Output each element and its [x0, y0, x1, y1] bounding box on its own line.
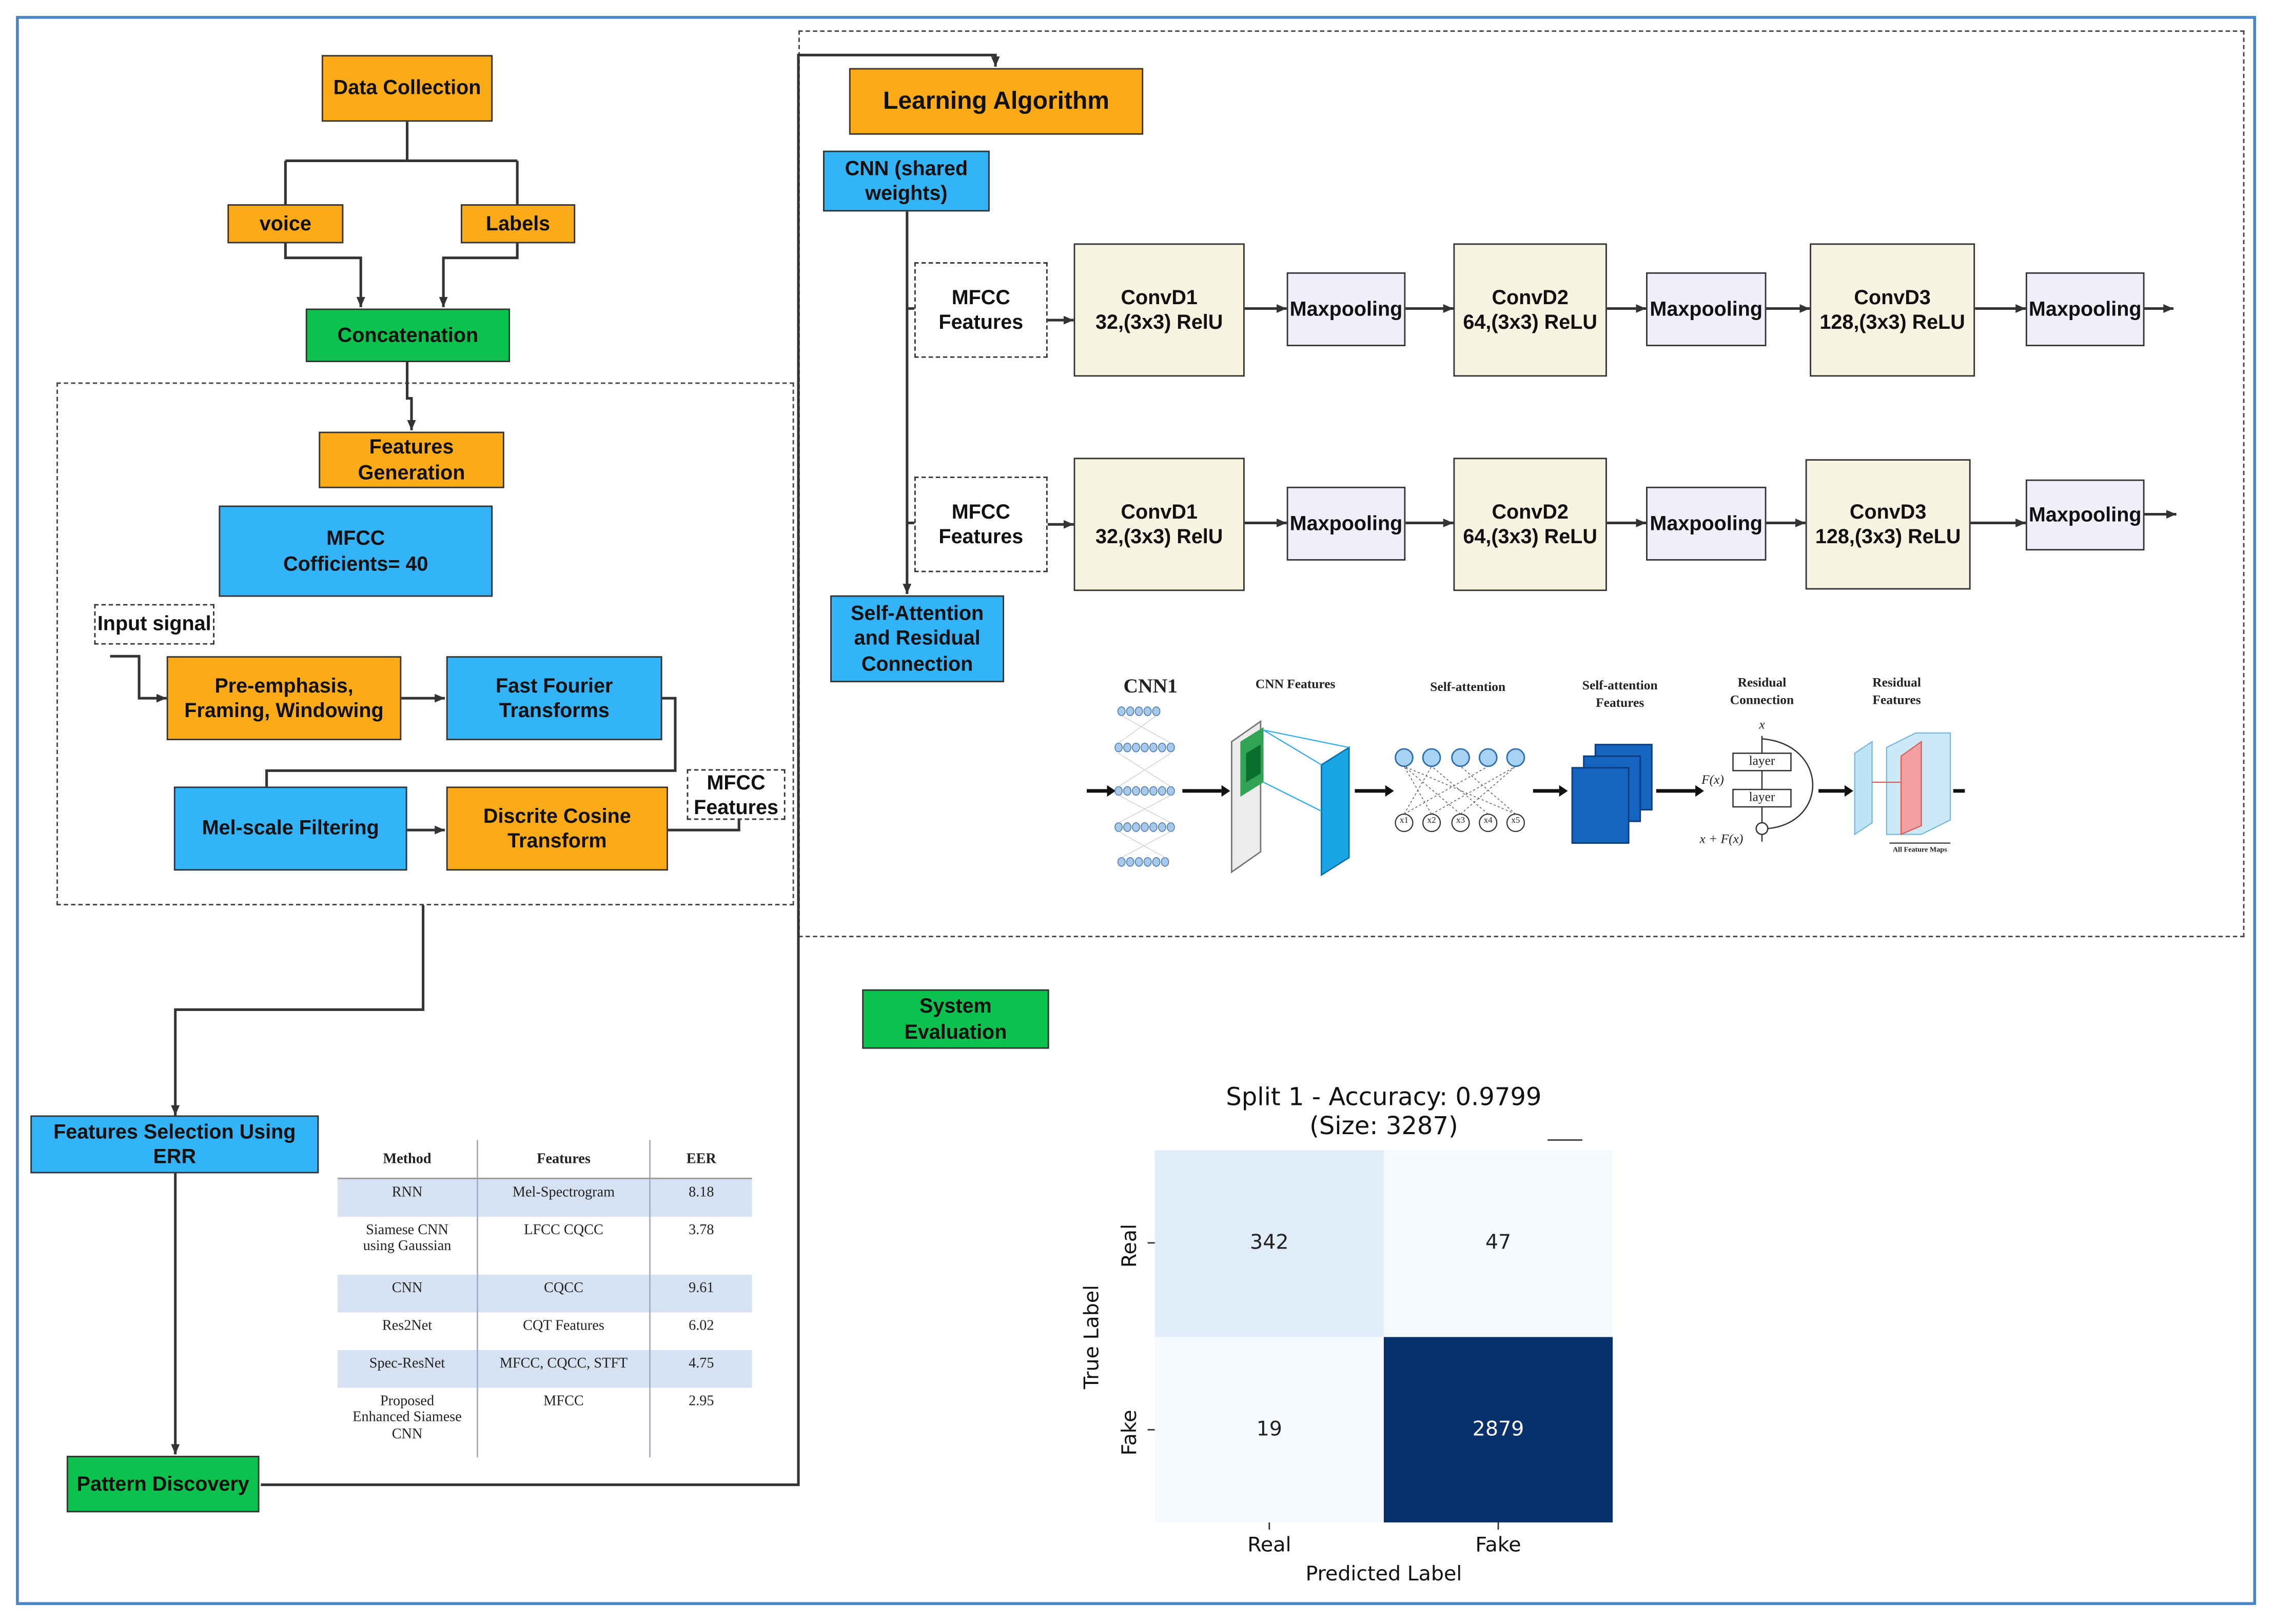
maxpool1-block-1: Maxpooling: [1286, 272, 1406, 346]
heatmap-cell: 2879: [1383, 1336, 1613, 1523]
cell-eer: 2.95: [689, 1393, 714, 1409]
cell-method: RNN: [337, 1178, 478, 1216]
conv3-block-1: ConvD3 128,(3x3) ReLU: [1810, 243, 1975, 377]
self-attention-title: Self-attention: [1430, 679, 1506, 694]
all-feature-maps-label: All Feature Maps: [1892, 847, 1947, 855]
residual-connection-title: Residual Connection: [1730, 675, 1794, 707]
table-row: Spec-ResNet MFCC, CQCC, STFT 4.75: [337, 1349, 752, 1387]
voice-box: voice: [227, 204, 344, 244]
heatmap-cell: 19: [1154, 1336, 1384, 1523]
table-row: CNN CQCC 9.61: [337, 1274, 752, 1312]
residual-features-title: Residual Features: [1872, 675, 1921, 707]
concatenation-box: Concatenation: [305, 308, 511, 362]
cell-method: CNN: [337, 1274, 478, 1312]
cnn1-title: CNN1: [1123, 676, 1178, 699]
node-x4: x4: [1483, 817, 1493, 826]
maxpool1-block-2: Maxpooling: [1286, 486, 1406, 561]
table-row: Proposed Enhanced Siamese CNN MFCC 2.95: [337, 1387, 752, 1457]
cell-eer: 6.02: [689, 1317, 714, 1334]
node-x3: x3: [1456, 817, 1465, 826]
header-features: Features: [477, 1140, 651, 1179]
table-row: Siamese CNN using Gaussian LFCC CQCC 3.7…: [337, 1216, 752, 1274]
cell-features: LFCC CQCC: [477, 1216, 651, 1274]
mfcc-features-output-box: MFCC Features: [687, 769, 786, 820]
cell-method: Proposed Enhanced Siamese CNN: [337, 1387, 478, 1457]
mfcc-features-input-2: MFCC Features: [914, 477, 1048, 572]
mfcc-features-input-1: MFCC Features: [914, 262, 1048, 358]
maxpool2-block-2: Maxpooling: [1646, 486, 1767, 561]
pattern-discovery-box: Pattern Discovery: [66, 1456, 260, 1513]
outer-frame: [16, 16, 2256, 1605]
conv1-block-2: ConvD1 32,(3x3) RelU: [1073, 458, 1245, 591]
cell-eer: 4.75: [650, 1349, 752, 1387]
layer-label-1: layer: [1749, 753, 1775, 768]
cell-features: CQCC: [477, 1274, 651, 1312]
discrete-cosine-transform-box: Discrite Cosine Transform: [446, 786, 668, 871]
labels-box: Labels: [461, 204, 576, 244]
self-attention-box: Self-Attention and Residual Connection: [830, 595, 1005, 683]
sa-features-title: Self-attention Features: [1582, 678, 1658, 709]
maxpool3-block-2: Maxpooling: [2025, 479, 2145, 551]
pre-emphasis-box: Pre-emphasis, Framing, Windowing: [166, 656, 402, 741]
layer-label-2: layer: [1749, 789, 1775, 804]
heatmap-cell: 342: [1154, 1150, 1384, 1337]
cell-method: Res2Net: [337, 1312, 478, 1350]
cnn-shared-weights-box: CNN (shared weights): [823, 150, 990, 212]
maxpool3-block-1: Maxpooling: [2025, 272, 2145, 346]
node-x2: x2: [1427, 817, 1436, 826]
table-row: Res2Net CQT Features 6.02: [337, 1312, 752, 1350]
conv1-block-1: ConvD1 32,(3x3) RelU: [1073, 243, 1245, 377]
header-eer: EER: [650, 1140, 752, 1179]
cell-method: Spec-ResNet: [337, 1349, 478, 1387]
features-selection-box: Features Selection Using ERR: [30, 1115, 319, 1174]
cell-features: CQT Features: [477, 1312, 651, 1350]
table-row: RNN Mel-Spectrogram 8.18: [337, 1178, 752, 1216]
conv3-block-2: ConvD3 128,(3x3) ReLU: [1805, 459, 1971, 590]
chart-title: Split 1 - Accuracy: 0.9799 (Size: 3287): [1226, 1083, 1542, 1142]
node-x1: x1: [1399, 817, 1408, 826]
x-plus-fx-label: x + F(x): [1699, 831, 1744, 846]
conv2-block-1: ConvD2 64,(3x3) ReLU: [1453, 243, 1607, 377]
cell-features: MFCC, CQCC, STFT: [477, 1349, 651, 1387]
mfcc-coefficients-box: MFCC Cofficients= 40: [219, 505, 493, 597]
maxpool2-block-1: Maxpooling: [1646, 272, 1767, 346]
feature-generation-region: [56, 382, 794, 905]
heatmap-cell: 47: [1383, 1150, 1613, 1337]
x-tick-fake: Fake: [1475, 1534, 1521, 1557]
cell-method: Siamese CNN using Gaussian: [337, 1216, 478, 1274]
x-axis-label: Predicted Label: [1305, 1563, 1462, 1587]
data-collection-box: Data Collection: [321, 55, 493, 122]
learning-algorithm-box: Learning Algorithm: [849, 68, 1144, 135]
mel-scale-filtering-box: Mel-scale Filtering: [173, 786, 407, 871]
cnn-features-title: CNN Features: [1255, 676, 1336, 691]
input-signal-box: Input signal: [94, 604, 214, 645]
system-evaluation-box: System Evaluation: [862, 989, 1049, 1049]
header-method: Method: [337, 1140, 478, 1179]
cell-features: MFCC: [477, 1387, 651, 1457]
y-axis-label: True Label: [1081, 1284, 1104, 1390]
cell-eer: 9.61: [650, 1274, 752, 1312]
cell-eer: 3.78: [689, 1222, 714, 1238]
comparison-table: Method Features EER RNN Mel-Spectrogram …: [337, 1140, 752, 1457]
x-label: x: [1759, 717, 1765, 732]
features-generation-box: Features Generation: [319, 431, 504, 488]
y-tick-real: Real: [1119, 1224, 1142, 1268]
y-tick-fake: Fake: [1119, 1410, 1142, 1456]
conv2-block-2: ConvD2 64,(3x3) ReLU: [1453, 458, 1607, 591]
x-tick-real: Real: [1247, 1534, 1291, 1557]
node-x5: x5: [1511, 817, 1520, 826]
fast-fourier-transform-box: Fast Fourier Transforms: [446, 656, 662, 741]
cell-features: Mel-Spectrogram: [477, 1178, 651, 1216]
fx-label: F(x): [1701, 772, 1724, 787]
cell-eer: 8.18: [650, 1178, 752, 1216]
